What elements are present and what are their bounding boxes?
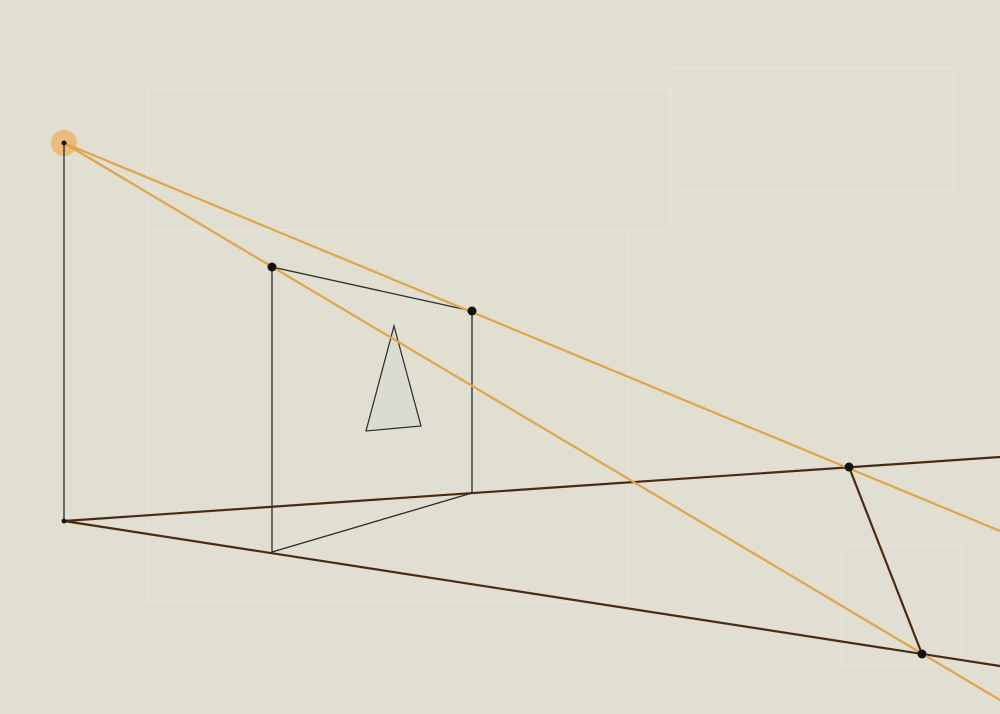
ground-line-lower <box>62 519 1000 668</box>
vertex-dot-icon[interactable] <box>467 306 477 316</box>
base-point-icon[interactable] <box>61 518 67 524</box>
shadow-vertex-dot-icon[interactable] <box>917 649 927 659</box>
faint-panel-middle <box>146 229 630 603</box>
vertex-dot-icon[interactable] <box>267 262 277 272</box>
projection-ray-upper <box>62 141 1000 533</box>
projection-ray-lower <box>62 141 1000 702</box>
frame-top-edge <box>271 266 473 312</box>
shadow-vertex-dot-icon[interactable] <box>844 462 854 472</box>
faint-panel-outlines <box>146 67 963 666</box>
frame-bottom-edge <box>271 492 473 553</box>
triangle-shape <box>365 323 422 432</box>
light-source-point-icon[interactable] <box>61 140 67 146</box>
faint-panel-upper-right <box>671 67 955 191</box>
shadow-edge <box>847 465 924 656</box>
ground-line-upper <box>62 455 1000 523</box>
